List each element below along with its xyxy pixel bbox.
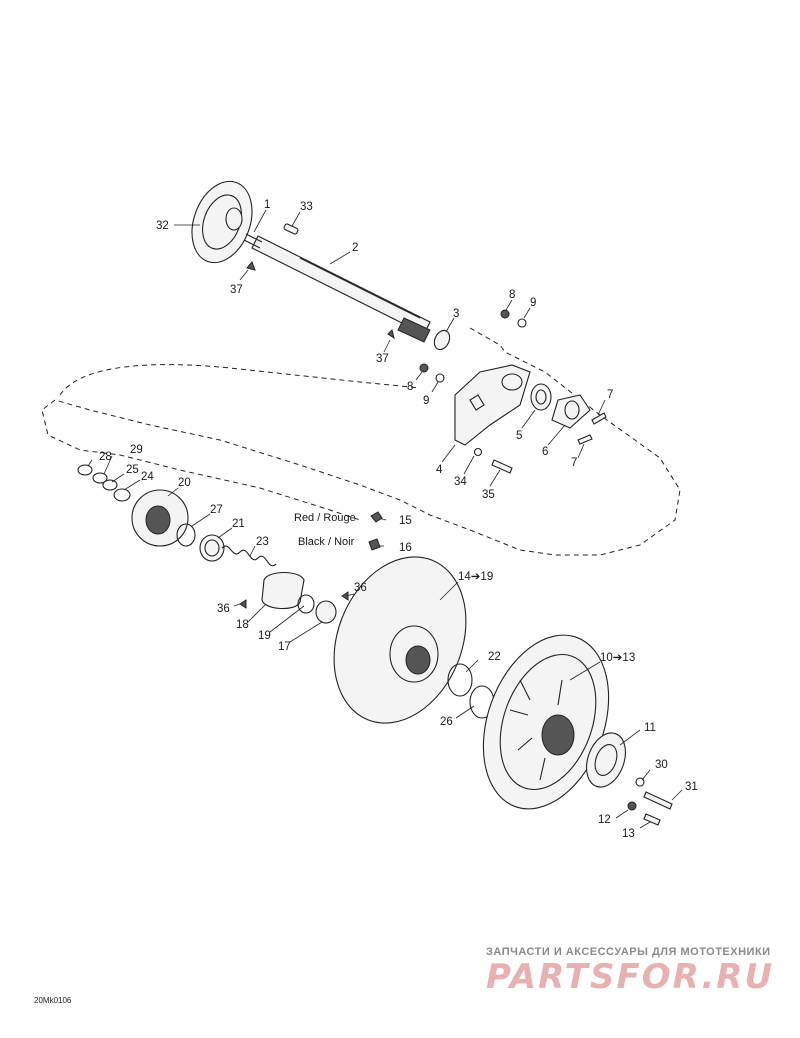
color-references: Red / Rouge Black / Noir [294, 511, 383, 551]
sheave-10-13 [482, 634, 610, 810]
callout-22: 22 [488, 651, 501, 663]
washers-28-29-25 [77, 464, 118, 491]
watermark-logo: PARTSFOR.RU [486, 957, 774, 997]
callout-30: 30 [655, 759, 668, 771]
callout-28: 28 [99, 451, 112, 463]
callout-36-left: 36 [217, 603, 230, 615]
black-reference-label: Black / Noir [298, 536, 355, 548]
callout-7-lower: 7 [571, 457, 577, 469]
callout-9-mid: 9 [423, 395, 429, 407]
callout-33: 33 [300, 201, 313, 213]
callout-37-top: 37 [230, 284, 243, 296]
drawing-code: 20Mk0106 [34, 996, 72, 1005]
callout-21: 21 [232, 518, 245, 530]
callout-24: 24 [141, 471, 154, 483]
callout-labels: 32 1 33 2 37 37 3 8 9 8 9 7 5 6 7 4 34 3… [99, 199, 698, 840]
callout-10-13: 10➔13 [600, 652, 635, 664]
callout-37-mid: 37 [376, 353, 389, 365]
callout-14-19: 14➔19 [458, 571, 493, 583]
bolts-7 [577, 412, 607, 445]
callout-9-top: 9 [530, 297, 536, 309]
nuts-8-washers-9 [419, 309, 527, 383]
drive-belt-outline [41, 327, 681, 556]
callout-3: 3 [453, 308, 459, 320]
sleeve-18 [261, 571, 305, 610]
callout-25: 25 [126, 464, 139, 476]
rings-19-17 [297, 594, 337, 624]
callout-13: 13 [622, 828, 635, 840]
red-plug-icon [370, 511, 383, 523]
watermark-tagline: ЗАПЧАСТИ И АКСЕССУАРЫ ДЛЯ МОТОТЕХНИКИ [486, 946, 771, 958]
callout-8-mid: 8 [407, 381, 413, 393]
callout-23: 23 [256, 536, 269, 548]
callout-31: 31 [685, 781, 698, 793]
cam-20 [131, 489, 189, 547]
washer-30-bolt-31 [635, 777, 673, 810]
ring-24 [113, 488, 131, 502]
callout-11: 11 [644, 722, 656, 734]
callout-34: 34 [454, 476, 467, 488]
washer-3 [433, 329, 451, 351]
spring-23 [221, 545, 277, 567]
washers-22-26 [447, 663, 495, 719]
callout-27: 27 [210, 504, 223, 516]
washer-34-bolt-35 [473, 447, 513, 474]
black-plug-icon [368, 538, 381, 551]
callout-26: 26 [440, 716, 453, 728]
callout-15: 15 [399, 515, 412, 527]
red-reference-label: Red / Rouge [294, 512, 356, 524]
callout-20: 20 [178, 477, 191, 489]
leader-lines [87, 209, 683, 829]
callout-2: 2 [352, 242, 358, 254]
callout-29: 29 [130, 444, 143, 456]
bearing-5 [530, 383, 552, 411]
callout-17: 17 [278, 641, 291, 653]
callout-4: 4 [436, 464, 443, 476]
screws-36 [239, 591, 349, 609]
callout-16: 16 [399, 542, 412, 554]
callout-8-top: 8 [509, 289, 515, 301]
callout-5: 5 [516, 430, 522, 442]
cam-slider-21 [199, 534, 225, 562]
watermark: ЗАПЧАСТИ И АКСЕССУАРЫ ДЛЯ МОТОТЕХНИКИ PA… [486, 946, 774, 997]
key-33 [283, 223, 299, 235]
callout-18: 18 [236, 619, 249, 631]
callout-35: 35 [482, 489, 495, 501]
callout-6: 6 [542, 446, 548, 458]
callout-12: 12 [598, 814, 611, 826]
ring-27 [176, 523, 196, 547]
callout-1: 1 [264, 199, 270, 211]
nut-12-bolt-13 [627, 801, 661, 826]
callout-36-right: 36 [354, 582, 367, 594]
support-bracket-4 [454, 364, 531, 446]
flange-6 [551, 394, 591, 429]
callout-7-upper: 7 [607, 389, 613, 401]
shaft-2 [243, 233, 431, 343]
callout-19: 19 [258, 630, 271, 642]
pulley-half-32 [191, 180, 253, 264]
sheave-14-19 [333, 556, 467, 724]
callout-32: 32 [156, 220, 169, 232]
plugs-37 [246, 261, 395, 340]
cover-11 [586, 732, 626, 788]
